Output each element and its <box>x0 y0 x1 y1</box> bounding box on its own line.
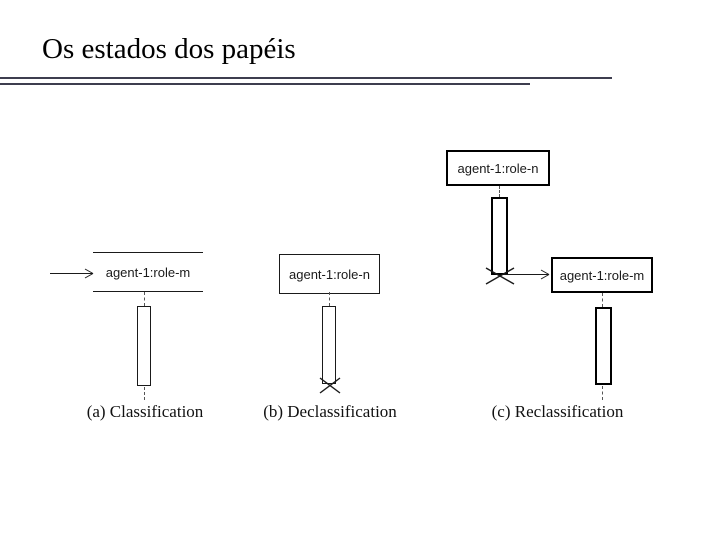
activation-bar <box>322 306 336 384</box>
object-box: agent-1:role-n <box>279 254 380 294</box>
object-label: agent-1:role-n <box>457 160 539 176</box>
diagram-caption: (a) Classification <box>86 402 204 421</box>
diagram-caption: (b) Declassification <box>263 402 397 421</box>
lifeline-dash <box>602 293 603 307</box>
destruction-x-icon <box>485 267 515 285</box>
reclassification-arrow-icon <box>504 269 550 280</box>
object-box-source: agent-1:role-n <box>446 150 550 186</box>
activation-bar <box>137 306 151 386</box>
lifeline-dash <box>329 292 330 306</box>
creation-arrow-icon <box>50 268 94 279</box>
lifeline-dash <box>499 186 500 197</box>
object-bottom-line <box>93 291 203 292</box>
page-title: Os estados dos papéis <box>42 33 296 65</box>
object-top-line <box>93 252 203 253</box>
activation-bar-target <box>595 307 612 385</box>
destruction-x-icon <box>319 377 341 394</box>
lifeline-dash <box>144 387 145 400</box>
title-underline-top <box>0 77 612 79</box>
diagram-caption: (c) Reclassification <box>491 402 624 421</box>
lifeline-dash <box>602 386 603 400</box>
activation-bar-source <box>491 197 508 275</box>
object-label: agent-1:role-m <box>105 265 191 280</box>
object-label: agent-1:role-m <box>559 267 645 283</box>
object-box-target: agent-1:role-m <box>551 257 653 293</box>
object-label: agent-1:role-n <box>289 266 370 282</box>
title-underline-bottom <box>0 83 530 85</box>
lifeline-dash <box>144 292 145 306</box>
